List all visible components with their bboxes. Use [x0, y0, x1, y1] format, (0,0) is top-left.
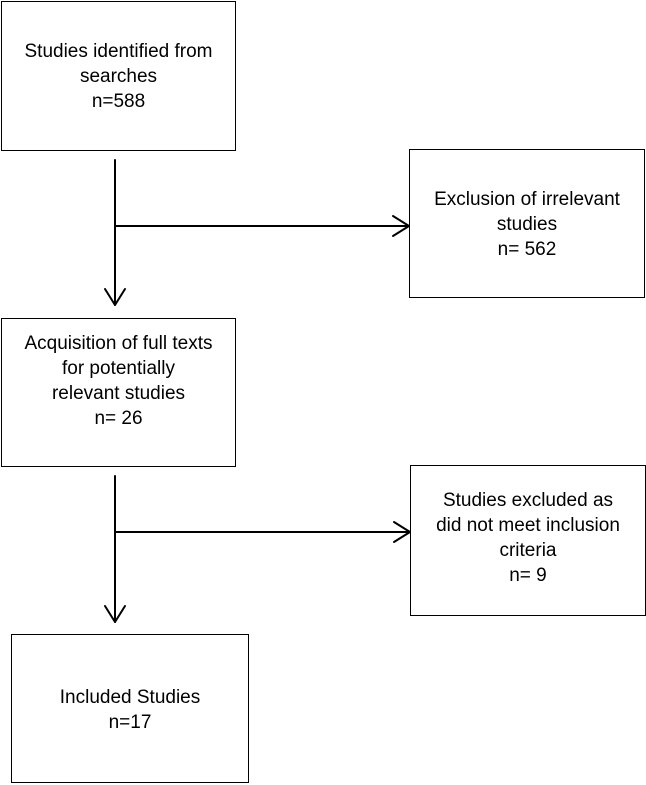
studies-excluded-line-3: criteria — [499, 540, 557, 561]
studies-identified-line-1: Studies identified from — [24, 41, 213, 62]
included-studies-line-1: Included Studies — [59, 687, 201, 708]
included-studies-count: n=17 — [108, 712, 152, 733]
exclusion-irrelevant-line-2: studies — [496, 214, 558, 235]
studies-excluded-line-2: did not meet inclusion — [436, 515, 620, 536]
arrowhead-included — [104, 605, 126, 623]
full-text-line-1: Acquisition of full texts — [24, 333, 213, 354]
full-text-count: n= 26 — [94, 408, 143, 429]
studies-excluded-line-1: Studies excluded as — [442, 490, 614, 511]
arrowhead-fulltext — [104, 288, 126, 306]
studies-identified-line-2: searches — [79, 66, 158, 87]
exclusion-irrelevant-count: n= 562 — [497, 239, 557, 260]
studies-excluded-box: Studies excluded as did not meet inclusi… — [410, 465, 646, 616]
exclusion-irrelevant-line-1: Exclusion of irrelevant — [434, 189, 620, 210]
full-text-line-2: for potentially — [61, 358, 175, 379]
studies-identified-count: n=588 — [91, 91, 146, 112]
studies-identified-box: Studies identified from searches n=588 — [1, 1, 236, 151]
included-studies-box: Included Studies n=17 — [11, 634, 249, 783]
full-text-acquisition-box: Acquisition of full texts for potentiall… — [1, 318, 236, 467]
full-text-line-3: relevant studies — [51, 383, 186, 404]
exclusion-irrelevant-box: Exclusion of irrelevant studies n= 562 — [409, 149, 645, 298]
studies-excluded-count: n= 9 — [509, 565, 547, 586]
